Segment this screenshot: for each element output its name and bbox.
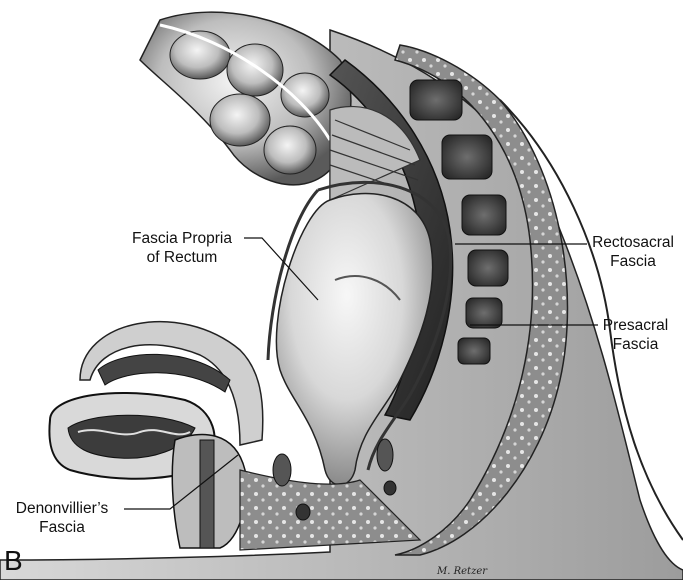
fascia-propria-line xyxy=(317,181,453,471)
pelvic-peritoneum xyxy=(79,320,264,446)
panel-letter: B xyxy=(4,545,23,576)
anal-sphincter-4 xyxy=(383,480,397,496)
label-denonvillier-line2: Fascia xyxy=(39,519,85,536)
label-presacral-line1: Presacral xyxy=(602,317,669,334)
urethra xyxy=(199,439,215,549)
anal-sphincter-3 xyxy=(376,438,394,472)
label-rectosacral-fascia: Rectosacral Fascia xyxy=(583,233,683,271)
leader-denonvillier xyxy=(124,454,239,510)
fascia-propria-inner xyxy=(266,188,320,361)
leader-fascia-propria xyxy=(244,237,319,301)
seminal-vesicle xyxy=(97,353,231,393)
label-presacral-line2: Fascia xyxy=(612,336,659,353)
small-bowel xyxy=(139,11,352,186)
skin-contour xyxy=(499,99,683,541)
rectum xyxy=(275,192,434,486)
label-presacral-fascia: Presacral Fascia xyxy=(588,316,683,354)
anal-sphincter-2 xyxy=(295,503,311,521)
vertebrae xyxy=(409,79,509,365)
label-fascia-propria-line2: of Rectum xyxy=(146,249,218,266)
sacrum xyxy=(394,44,569,556)
label-fascia-propria-line1: Fascia Propria xyxy=(132,230,232,247)
rectal-fold xyxy=(334,275,401,301)
label-rectosacral-line2: Fascia xyxy=(610,253,656,270)
leader-lines xyxy=(124,237,598,510)
artist-signature: M. Retzer xyxy=(437,566,488,577)
label-fascia-propria: Fascia Propria of Rectum xyxy=(120,229,244,267)
label-rectosacral-line1: Rectosacral xyxy=(592,234,674,251)
label-denonvillier-line1: Denonvillier’s xyxy=(15,500,109,517)
label-denonvillier-fascia: Denonvillier’s Fascia xyxy=(0,499,124,537)
anal-sphincter-1 xyxy=(272,453,292,487)
